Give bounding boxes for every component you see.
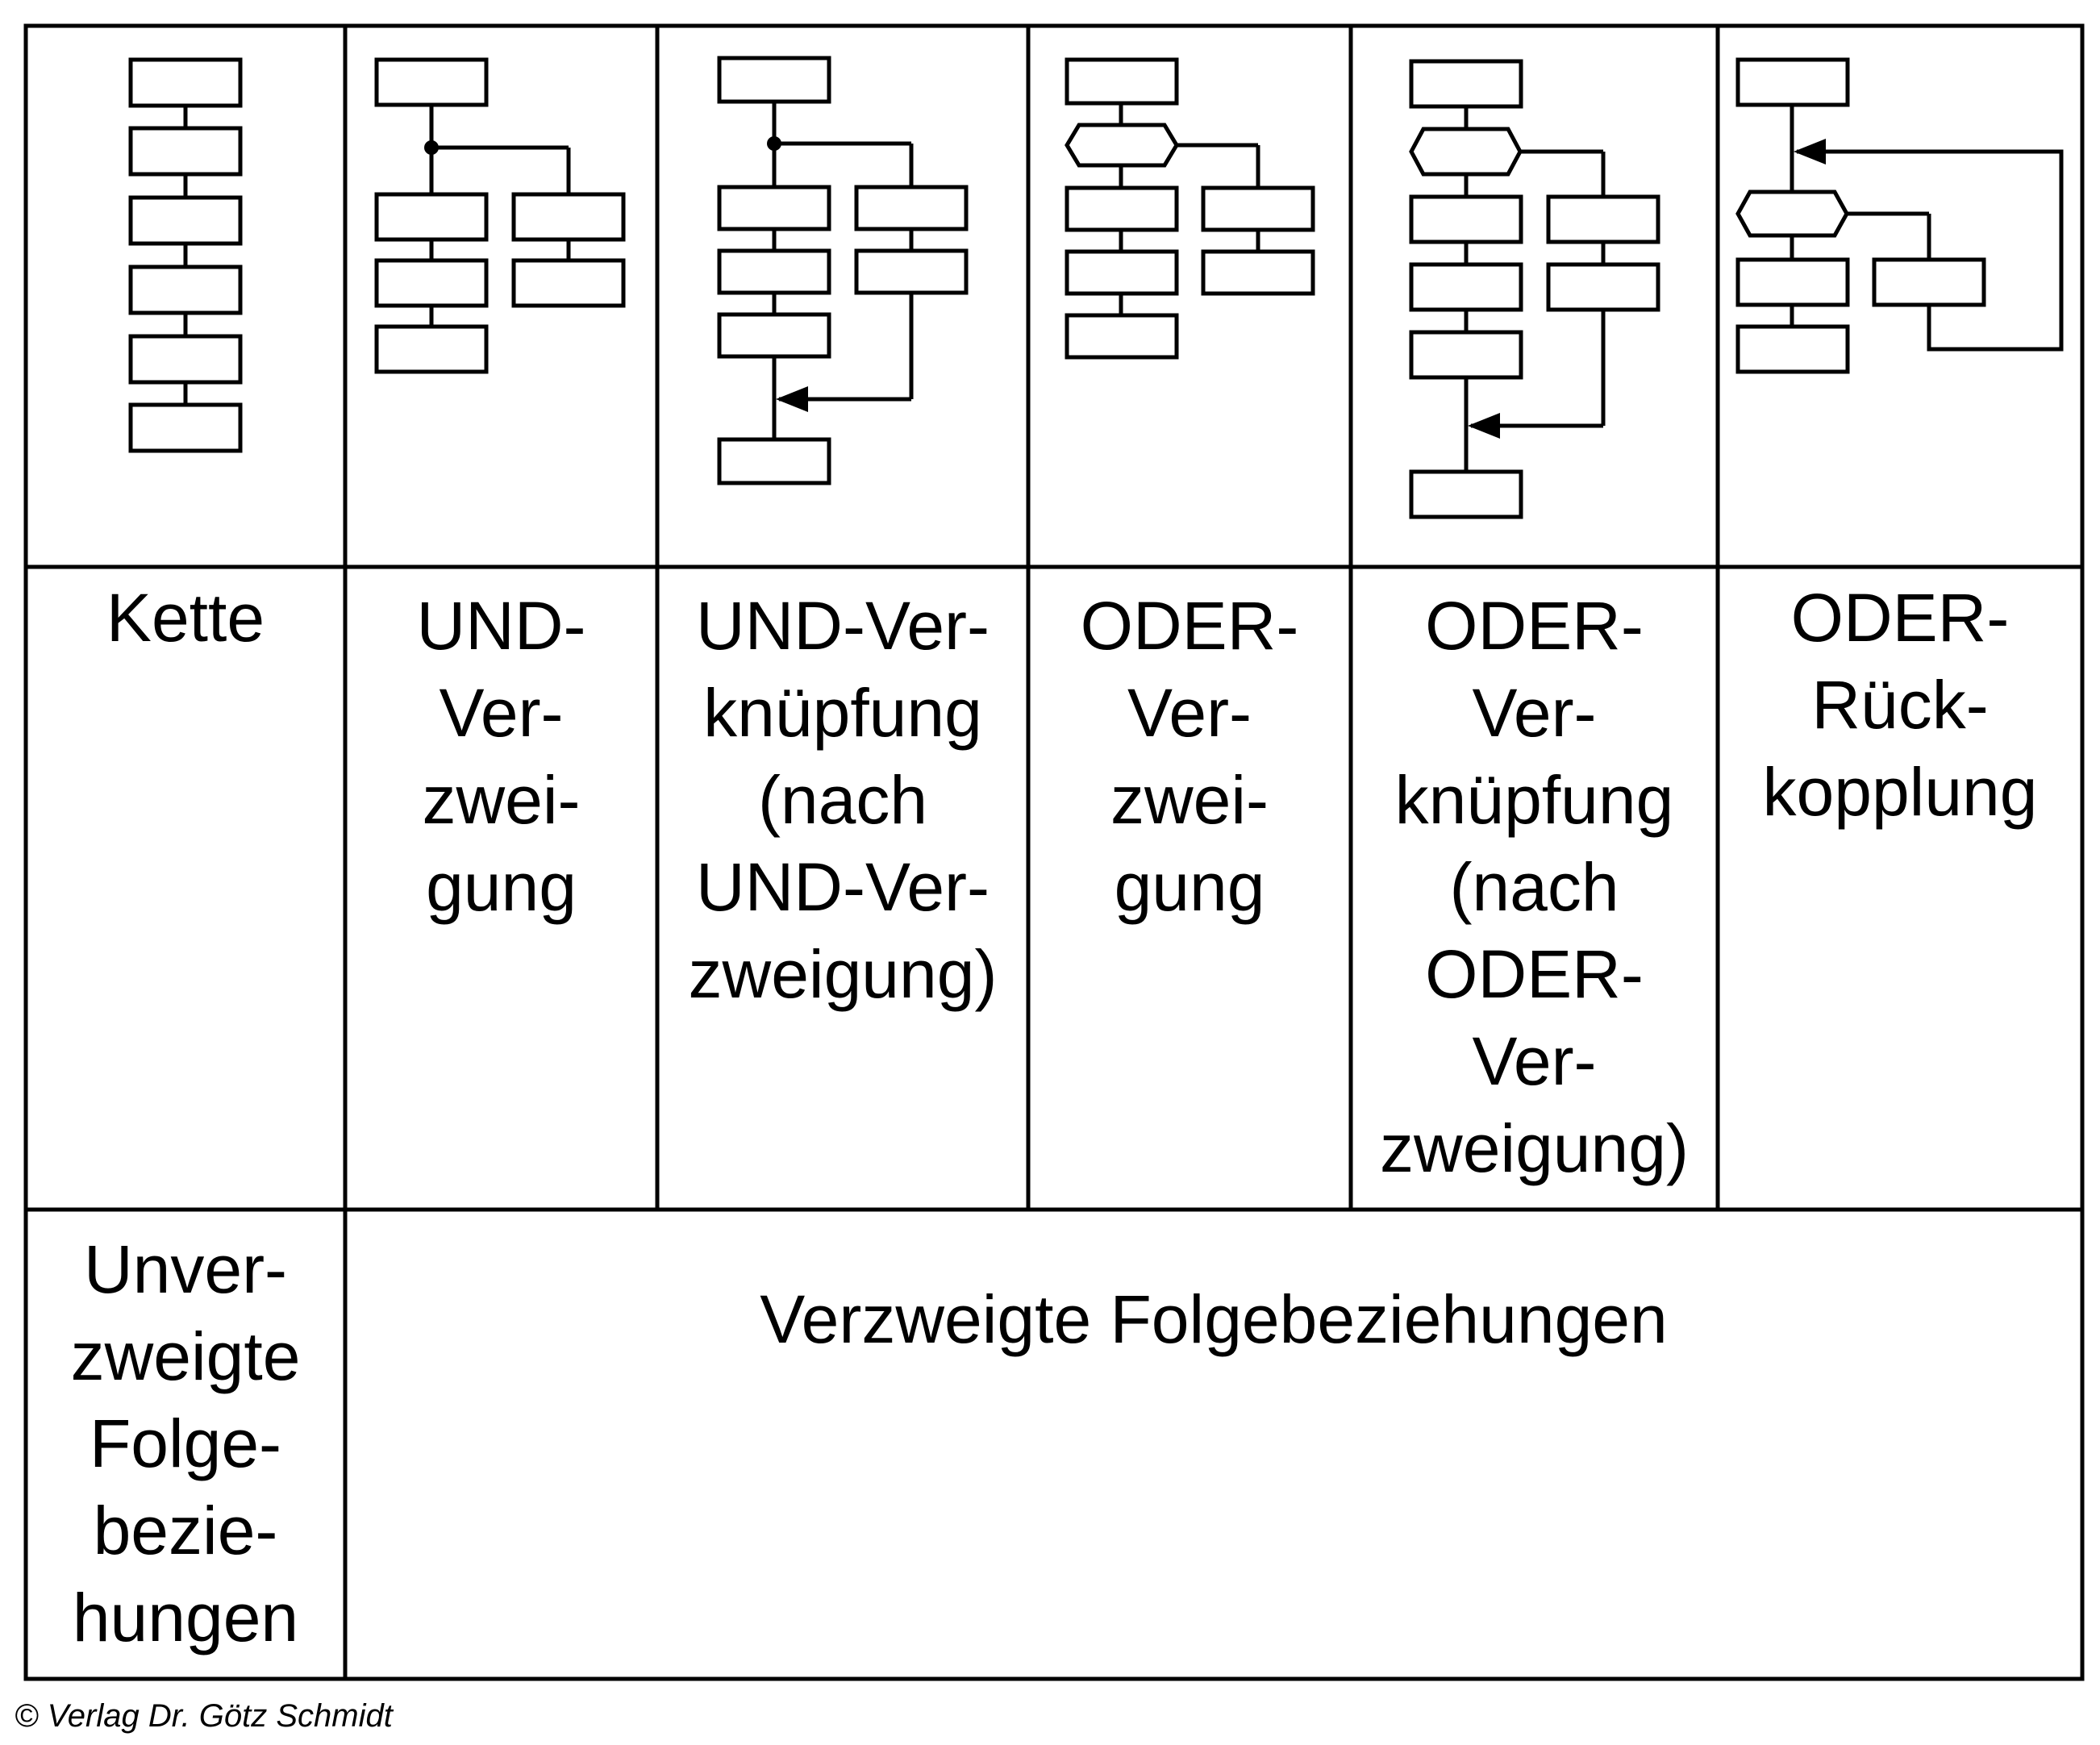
diagram-and-branch [374, 57, 626, 374]
label-or-branch: ODER- Ver- zwei- gung [1080, 588, 1299, 925]
label-and-branch: UND- Ver- zwei- gung [416, 588, 586, 925]
diagram-or-feedback [1735, 57, 2064, 374]
label-branched-group: Verzweigte Folgebeziehungen [760, 1281, 1668, 1357]
decision-node [1735, 189, 1849, 238]
diagram-chain [128, 57, 243, 453]
diagram-or-branch [1065, 57, 1315, 360]
label-or-join: ODER- Ver- knüpfung (nach ODER- Ver- zwe… [1380, 588, 1689, 1186]
and-junction-dot [767, 136, 781, 151]
label-unbranched-group: Unver- zweigte Folge- bezie- hungen [70, 1231, 301, 1655]
label-and-join: UND-Ver- knüpfung (nach UND-Ver- zweigun… [688, 588, 998, 1012]
label-or-feedback: ODER- Rück- kopplung [1762, 580, 2038, 830]
diagram-and-join [717, 56, 969, 485]
table-grid [23, 23, 2085, 1681]
diagram-or-join [1409, 59, 1660, 519]
and-junction-dot [424, 140, 439, 155]
decision-node [1409, 127, 1523, 177]
decision-node [1065, 123, 1179, 168]
copyright-notice: © Verlag Dr. Götz Schmidt [15, 1698, 393, 1734]
label-chain: Kette [106, 580, 265, 656]
